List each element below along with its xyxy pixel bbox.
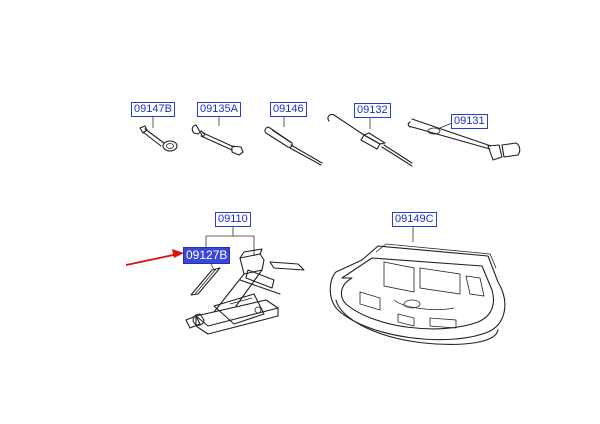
part-label-09110[interactable]: 09110 (215, 212, 251, 227)
part-label-09135A[interactable]: 09135A (197, 102, 241, 117)
part-label-09147B[interactable]: 09147B (131, 102, 175, 117)
leader-lines (152, 116, 453, 271)
jack-handle-drawing (190, 267, 221, 296)
part-label-09146[interactable]: 09146 (270, 102, 307, 117)
screwdriver-drawing (264, 126, 323, 166)
lug-wrench-drawing (407, 118, 521, 161)
part-label-09127B[interactable]: 09127B (183, 247, 231, 264)
eye-bolt-drawing (139, 125, 178, 152)
part-label-09132[interactable]: 09132 (354, 103, 391, 118)
scissor-jack-drawing (185, 248, 305, 335)
hook-tool-drawing (327, 113, 413, 167)
part-label-09149C[interactable]: 09149C (392, 212, 437, 227)
tool-tray-drawing (329, 243, 506, 345)
pointer-arrow (125, 249, 184, 266)
part-label-09131[interactable]: 09131 (451, 114, 488, 129)
wrench-drawing (191, 124, 244, 156)
